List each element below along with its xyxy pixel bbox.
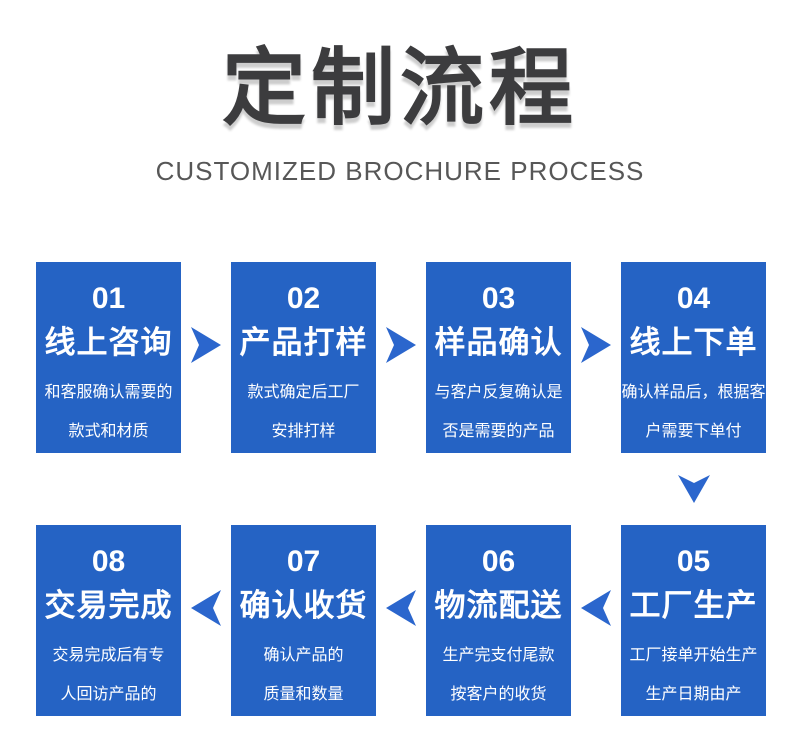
step-title: 工厂生产	[629, 588, 758, 623]
step-number: 07	[286, 545, 321, 578]
step-number: 08	[91, 545, 126, 578]
step-description: 确认样品后，根据客 户需要下单付	[621, 384, 766, 440]
step-box-02: 02 产品打样 款式确定后工厂 安排打样	[231, 262, 376, 453]
step-box-03: 03 样品确认 与客户反复确认是 否是需要的产品	[426, 262, 571, 453]
step-number: 01	[91, 282, 126, 315]
step-title: 产品打样	[239, 325, 368, 360]
step-number: 03	[481, 282, 516, 315]
step-title: 确认收货	[239, 588, 368, 623]
step-description: 款式确定后工厂 安排打样	[247, 384, 360, 440]
step-number: 02	[286, 282, 321, 315]
page-subtitle: CUSTOMIZED BROCHURE PROCESS	[155, 156, 645, 186]
step-box-05: 05 工厂生产 工厂接单开始生产 生产日期由产 品数量决定	[621, 525, 766, 716]
step-title: 线上下单	[629, 325, 758, 360]
step-description: 与客户反复确认是 否是需要的产品	[434, 384, 563, 440]
step-box-04: 04 线上下单 确认样品后，根据客 户需要下单付	[621, 262, 766, 453]
step-number: 06	[481, 545, 516, 578]
process-row-top: 01 线上咨询 和客服确认需要的 款式和材质 02 产品打样 款式确定后工厂 安…	[36, 262, 766, 453]
process-flow: 01 线上咨询 和客服确认需要的 款式和材质 02 产品打样 款式确定后工厂 安…	[36, 262, 766, 716]
step-number: 05	[676, 545, 711, 578]
arrow-right-icon	[571, 262, 621, 453]
step-title: 物流配送	[434, 588, 563, 623]
arrow-right-icon	[376, 262, 426, 453]
page-title: 定制流程	[221, 41, 578, 135]
step-description: 交易完成后有专 人回访产品的 使用情况	[52, 647, 165, 703]
step-box-07: 07 确认收货 确认产品的 质量和数量	[231, 525, 376, 716]
step-box-06: 06 物流配送 生产完支付尾款 按客户的收货 地址优先发货	[426, 525, 571, 716]
arrow-down-icon	[621, 453, 766, 525]
step-description: 生产完支付尾款 按客户的收货 地址优先发货	[442, 647, 555, 703]
step-box-01: 01 线上咨询 和客服确认需要的 款式和材质	[36, 262, 181, 453]
process-row-bottom: 08 交易完成 交易完成后有专 人回访产品的 使用情况 07 确认收货 确认产品…	[36, 525, 766, 716]
step-box-08: 08 交易完成 交易完成后有专 人回访产品的 使用情况	[36, 525, 181, 716]
header: 定制流程 CUSTOMIZED BROCHURE PROCESS	[0, 0, 800, 187]
process-row-connector	[36, 453, 766, 525]
step-description: 工厂接单开始生产 生产日期由产 品数量决定	[629, 647, 758, 703]
arrow-left-icon	[181, 525, 231, 716]
step-description: 确认产品的 质量和数量	[263, 647, 344, 703]
step-title: 样品确认	[434, 325, 563, 360]
step-title: 线上咨询	[44, 325, 173, 360]
arrow-left-icon	[376, 525, 426, 716]
arrow-left-icon	[571, 525, 621, 716]
arrow-right-icon	[181, 262, 231, 453]
step-description: 和客服确认需要的 款式和材质	[44, 384, 173, 440]
step-number: 04	[676, 282, 711, 315]
step-title: 交易完成	[44, 588, 173, 623]
